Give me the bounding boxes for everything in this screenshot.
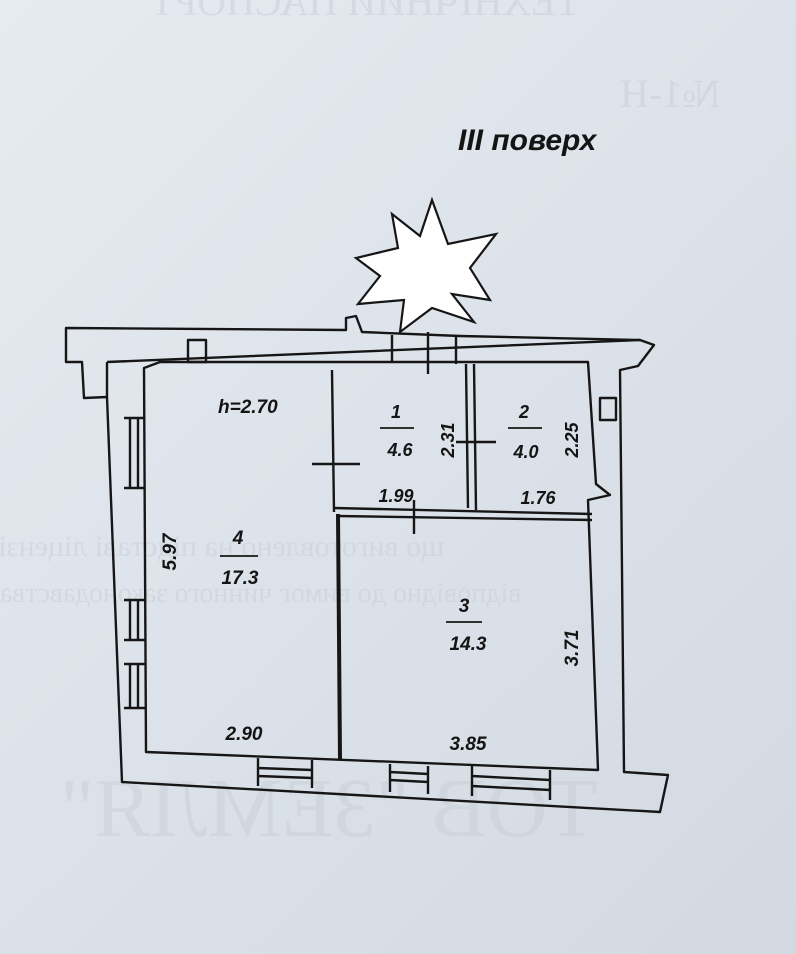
- partition-1-2: [464, 363, 478, 511]
- room-4-width-dim: 2.90: [225, 724, 263, 745]
- wall-band-top: [105, 338, 641, 397]
- window-bottom-2: [388, 764, 430, 794]
- room-1-width-dim: 1.99: [378, 486, 413, 506]
- window-bottom-1: [256, 758, 314, 788]
- room-3-height-dim: 3.71: [562, 630, 583, 667]
- room-3-area: 14.3: [450, 634, 487, 655]
- room-2-number: 2: [518, 402, 529, 422]
- room-4-area: 17.3: [222, 568, 259, 589]
- room-1-number: 1: [391, 402, 401, 422]
- room-4-height-dim: 5.97: [160, 532, 181, 570]
- pilaster: [598, 396, 618, 422]
- ceiling-height-label: h=2.70: [218, 397, 278, 418]
- room-2-area: 4.0: [512, 442, 538, 462]
- room-1-height-dim: 2.31: [438, 422, 458, 458]
- window-left-3: [124, 662, 146, 710]
- starburst-icon: [353, 196, 499, 335]
- room-3-width-dim: 3.85: [450, 734, 487, 755]
- floor-label: III поверх: [458, 124, 598, 157]
- room-2-width-dim: 1.76: [520, 488, 556, 508]
- window-bottom-3: [470, 766, 552, 800]
- entrance-opening: [390, 335, 458, 364]
- room-3-number: 3: [459, 596, 470, 617]
- partition-4-3: [336, 513, 342, 761]
- room-1-area: 4.6: [386, 440, 413, 460]
- partition-4-1: [330, 369, 336, 513]
- room-2-height-dim: 2.25: [562, 422, 582, 459]
- partition-top-bottom: [333, 506, 593, 522]
- window-left-2: [124, 598, 146, 642]
- inner-wall-outline: [142, 360, 612, 772]
- room-4-number: 4: [232, 528, 244, 549]
- window-left-1: [124, 416, 144, 490]
- duct: [186, 338, 208, 364]
- outer-wall-outline: [64, 314, 670, 814]
